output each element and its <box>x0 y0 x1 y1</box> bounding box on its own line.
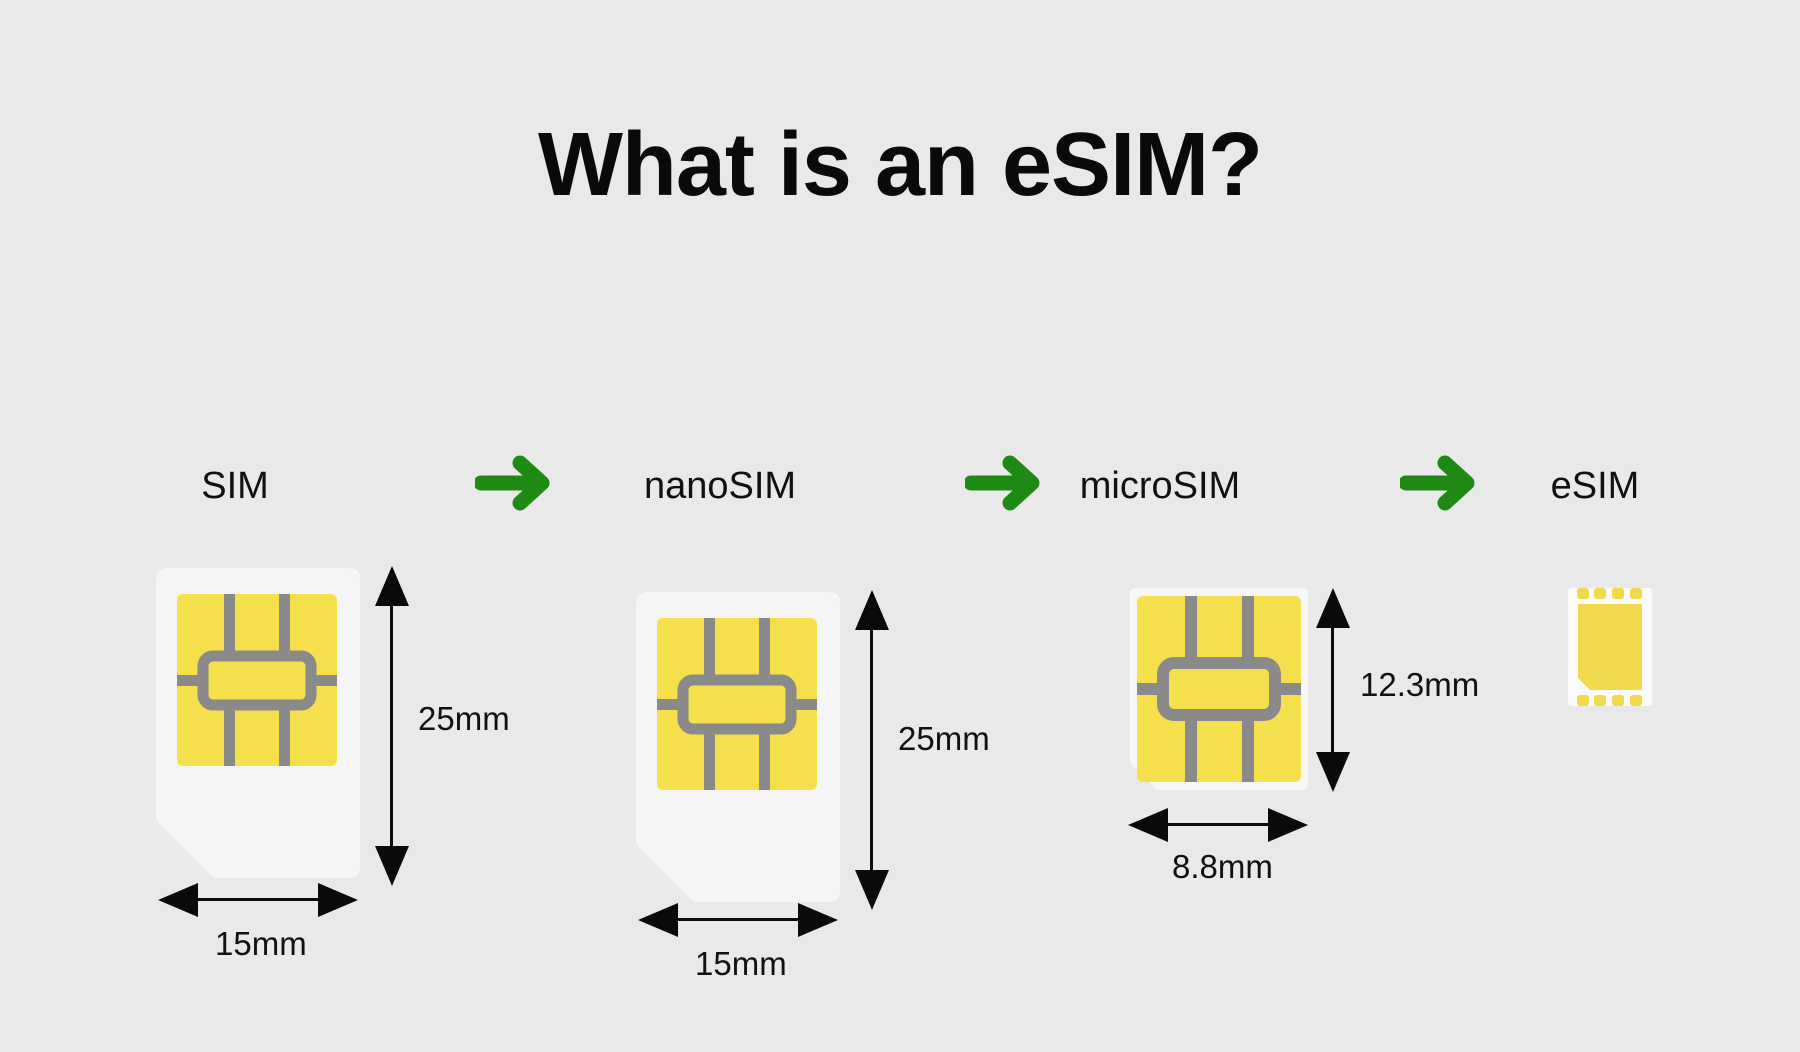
stage-label-nanosim: nanoSIM <box>643 465 797 507</box>
arrow-right-icon <box>963 452 1043 519</box>
dimension-line-horizontal <box>658 918 820 921</box>
arrowhead-right-icon <box>798 903 838 937</box>
arrowhead-down-icon <box>1316 752 1350 792</box>
arrowhead-down-icon <box>855 870 889 910</box>
dimension-line-horizontal <box>178 898 340 901</box>
dimension-line-vertical <box>1331 608 1334 758</box>
nanosim-chip-icon <box>657 618 817 790</box>
arrowhead-down-icon <box>375 846 409 886</box>
sim-width-label: 15mm <box>215 925 307 962</box>
stage-label-sim: SIM <box>201 465 269 507</box>
nanosim-height-label: 25mm <box>898 720 990 757</box>
arrowhead-right-icon <box>1268 808 1308 842</box>
page-title: What is an eSIM? <box>537 115 1263 215</box>
stage-label-esim: eSIM <box>1550 465 1640 507</box>
microsim-width-label: 8.8mm <box>1172 848 1273 885</box>
arrowhead-right-icon <box>318 883 358 917</box>
sim-height-label: 25mm <box>418 700 510 737</box>
nanosim-width-label: 15mm <box>695 945 787 982</box>
arrow-right-icon <box>1398 452 1478 519</box>
arrow-right-icon <box>473 452 553 519</box>
stage-label-microsim: microSIM <box>1079 465 1241 507</box>
dimension-line-horizontal <box>1148 823 1290 826</box>
microsim-chip-icon <box>1137 596 1301 782</box>
dimension-line-vertical <box>870 610 873 876</box>
dimension-line-vertical <box>390 586 393 852</box>
microsim-height-label: 12.3mm <box>1360 666 1480 703</box>
esim-package-icon <box>1568 588 1652 706</box>
sim-chip-icon <box>177 594 337 766</box>
